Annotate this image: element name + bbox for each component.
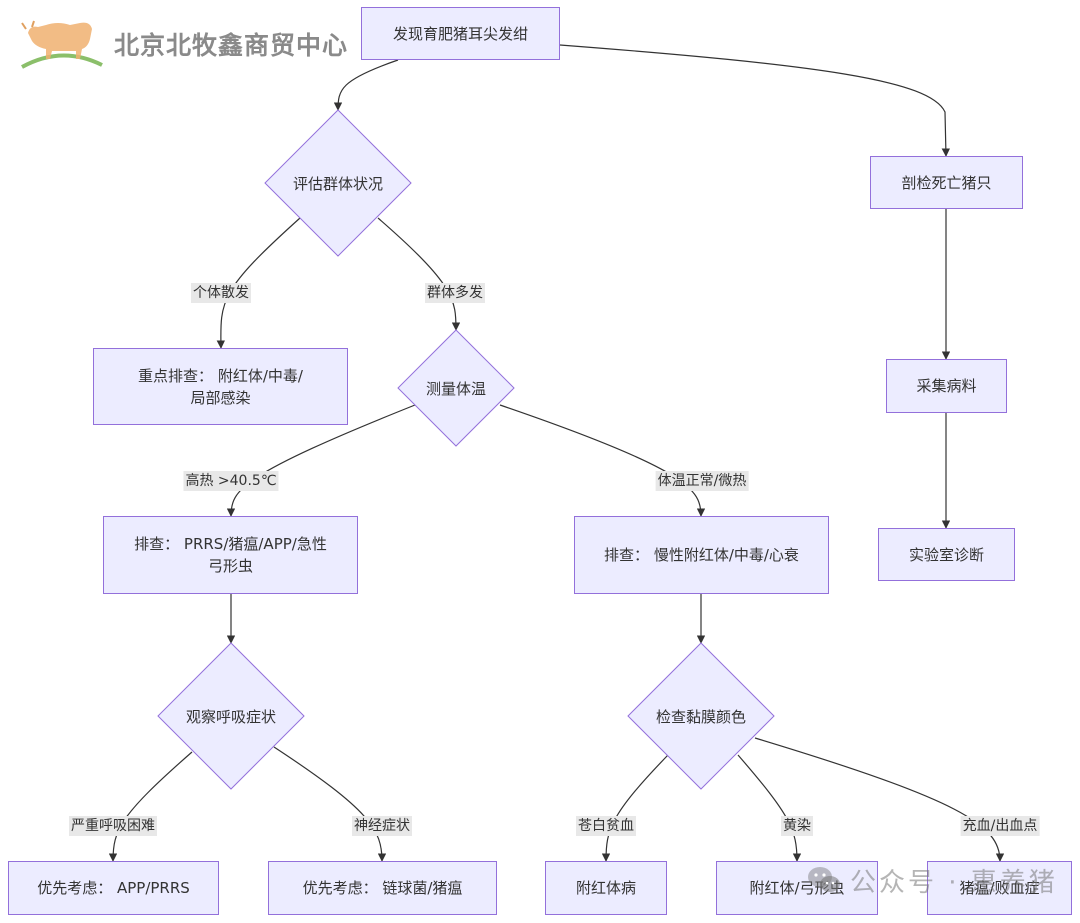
edge-start-necropsy	[559, 44, 951, 157]
diamond-assess	[264, 109, 412, 257]
edge-observe-app	[108, 751, 193, 862]
edge-mucosa-congestion	[754, 737, 1005, 862]
company-name: 北京北牧鑫商贸中心	[114, 31, 349, 60]
edge-measure-normal	[499, 404, 706, 517]
diamond-observe-resp	[157, 642, 305, 790]
edge-label-congestion: 充血/出血点	[960, 816, 1040, 836]
watermark-text: 公众号 · 惠养猪	[850, 867, 1058, 898]
edge-observe-strep	[273, 746, 387, 862]
edge-label-pale: 苍白贫血	[576, 816, 636, 836]
node-collect-sample: 采集病料	[886, 359, 1007, 413]
node-anemia-result: 附红体病	[545, 861, 667, 915]
edge-start-assess	[333, 59, 399, 111]
diamond-measure-temp	[397, 329, 515, 447]
watermark: 公众号 · 惠养猪	[806, 860, 1058, 900]
edge-label-individual: 个体散发	[191, 283, 251, 303]
edge-label-normal-temp: 体温正常/微热	[655, 471, 749, 491]
edge-label-group: 群体多发	[425, 283, 485, 303]
cow-logo-icon	[21, 20, 103, 69]
node-individual-check: 重点排查： 附红体/中毒/局部感染	[93, 348, 348, 425]
edge-label-neuro: 神经症状	[352, 816, 412, 836]
edge-assess-measure	[377, 217, 461, 331]
node-priority-strep: 优先考虑： 链球菌/猪瘟	[268, 861, 497, 915]
diamond-check-mucosa	[627, 642, 775, 790]
edge-mucosa-jaundice	[737, 754, 802, 862]
node-jaundice-result: 附红体/弓形虫	[716, 861, 878, 915]
edge-label-severe-resp: 严重呼吸困难	[69, 816, 157, 836]
edge-mucosa-anemia	[601, 754, 669, 862]
node-lab-diagnosis: 实验室诊断	[878, 528, 1015, 581]
edge-label-yellow: 黄染	[781, 816, 813, 836]
node-high-fever-check: 排查： PRRS/猪瘟/APP/急性弓形虫	[103, 516, 358, 594]
edge-label-high-fever: 高热 >40.5℃	[183, 471, 279, 491]
node-priority-app: 优先考虑： APP/PRRS	[8, 861, 219, 915]
node-start: 发现育肥猪耳尖发绀	[361, 7, 560, 60]
wechat-icon	[808, 867, 840, 892]
node-congestion-result: 猪瘟/败血症	[927, 861, 1072, 915]
company-logo: 北京北牧鑫商贸中心	[18, 14, 363, 74]
node-necropsy: 剖检死亡猪只	[870, 156, 1023, 209]
node-normal-temp-check: 排查： 慢性附红体/中毒/心衰	[574, 516, 829, 594]
